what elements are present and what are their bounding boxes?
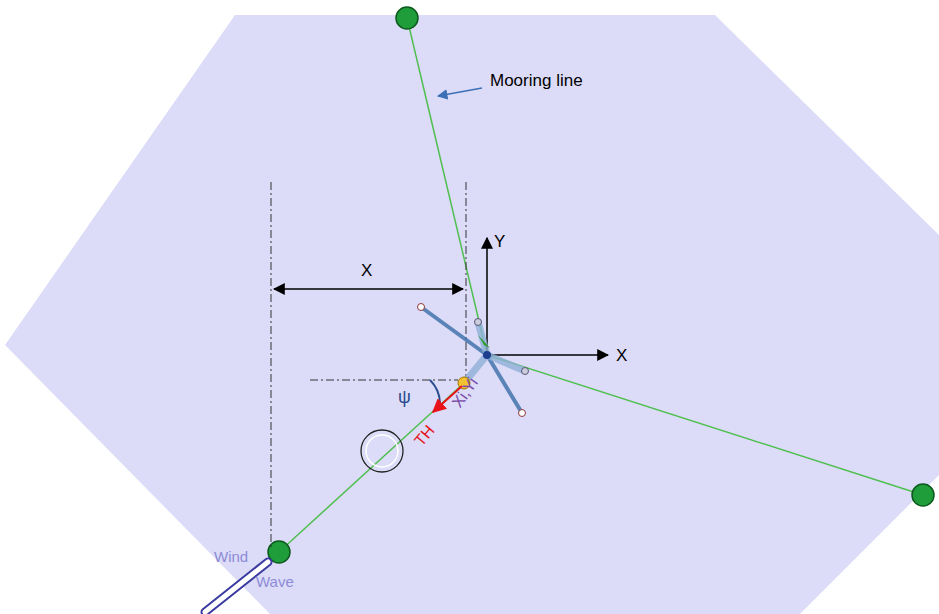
- leader-line: [438, 88, 482, 96]
- wind-label: Wind: [214, 549, 248, 564]
- sea-surface: [5, 15, 939, 614]
- floating-turbine: [418, 304, 529, 417]
- wave-label: Wave: [256, 574, 294, 589]
- anchor: [396, 7, 418, 29]
- buoy: [361, 430, 403, 472]
- dimension-line: [274, 288, 463, 290]
- axis-label: Y: [494, 233, 505, 250]
- dimension-extension: [271, 182, 272, 548]
- angle-arc: [430, 380, 440, 403]
- y-axis: [486, 238, 488, 355]
- buoy: [366, 435, 398, 467]
- dimension-extension: [466, 182, 467, 378]
- reference-line: [310, 380, 458, 381]
- mooring-line: [487, 355, 923, 495]
- mooring-line: [407, 18, 487, 355]
- axis-label: X: [616, 347, 627, 364]
- x-axis: [487, 354, 608, 356]
- anchor: [912, 484, 934, 506]
- callout-label: Mooring line: [490, 72, 583, 89]
- dimension-label: X: [361, 262, 372, 279]
- angle-label: ψ: [398, 388, 411, 406]
- mooring-line: [279, 383, 464, 552]
